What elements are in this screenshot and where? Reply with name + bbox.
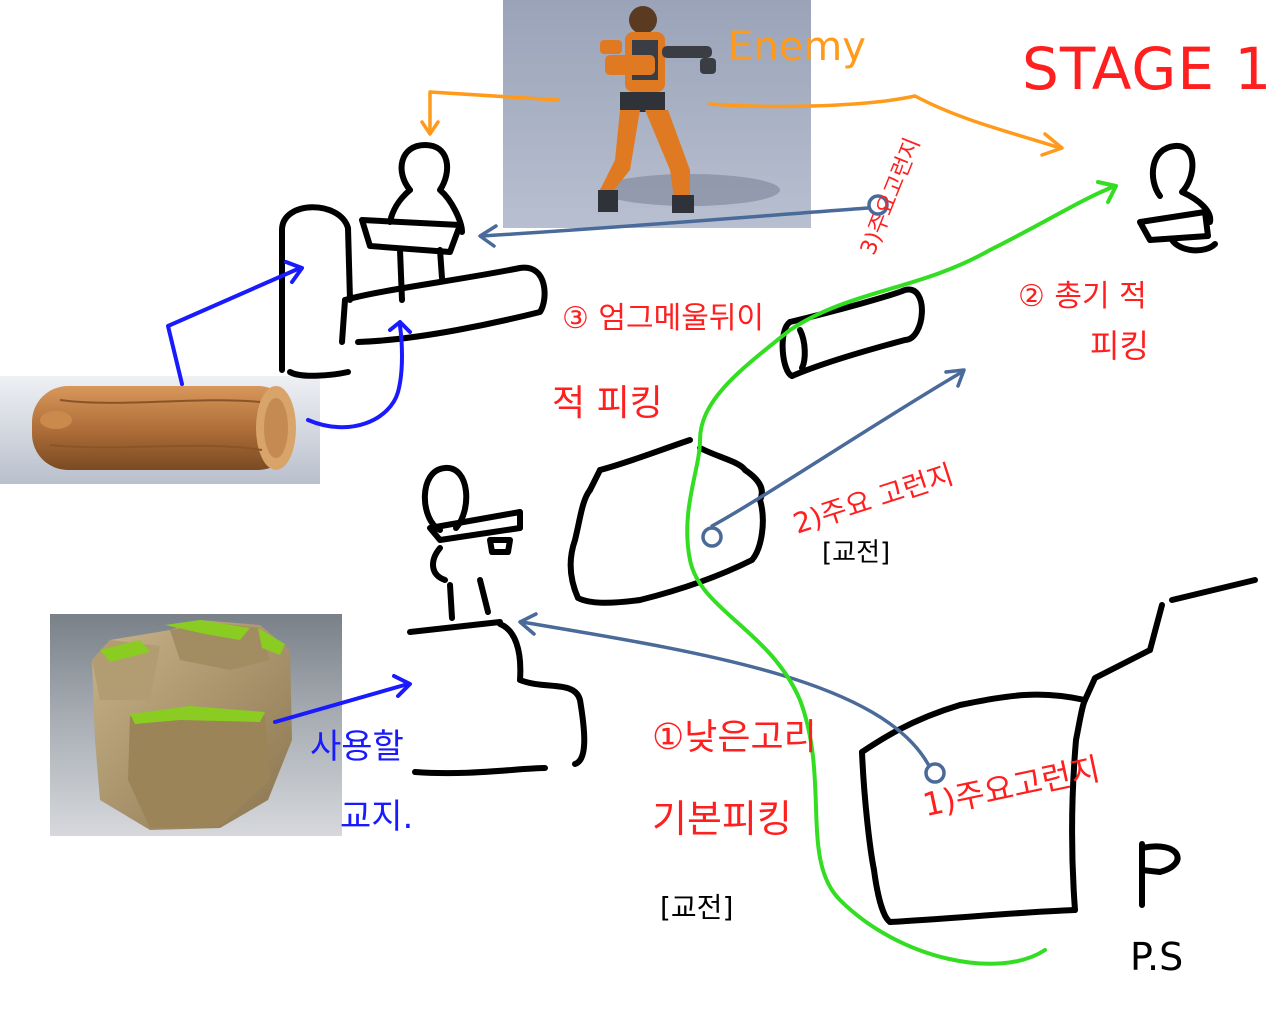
- note-1-line1: ①낮은고리: [652, 717, 817, 758]
- note-3-line2: 적 피킹: [552, 383, 663, 424]
- stage-title: STAGE 1: [1022, 35, 1273, 103]
- note-3-line1: ③ 엄그메울뒤이: [562, 301, 765, 336]
- usable-arrows: [166, 260, 412, 724]
- enemy-robot-figure: [598, 6, 716, 213]
- note-1-line2: 기본피킹: [652, 797, 792, 841]
- player-route-line: [685, 184, 1117, 966]
- enemy-reference-image: [503, 0, 811, 228]
- rock-reference-image: [50, 614, 342, 836]
- note-2-line1: ② 총기 적: [1018, 279, 1147, 314]
- enemy-arrows: [420, 90, 1064, 157]
- route-arrowhead: [1096, 180, 1118, 204]
- note-2-line2: 피킹: [1090, 327, 1149, 365]
- cover-shot-arrows: [478, 194, 966, 784]
- engage-bracket-low: [교전]: [660, 891, 734, 924]
- usable-note-line2: 교지.: [340, 797, 414, 837]
- ps-label: P.S: [1130, 935, 1184, 979]
- sketch-lines: [279, 142, 1258, 925]
- enemy-label: Enemy: [728, 24, 866, 70]
- log-reference-image: [0, 376, 320, 484]
- engage-bracket-mid: [교전]: [822, 538, 891, 568]
- usable-note-line1: 사용할: [310, 727, 404, 767]
